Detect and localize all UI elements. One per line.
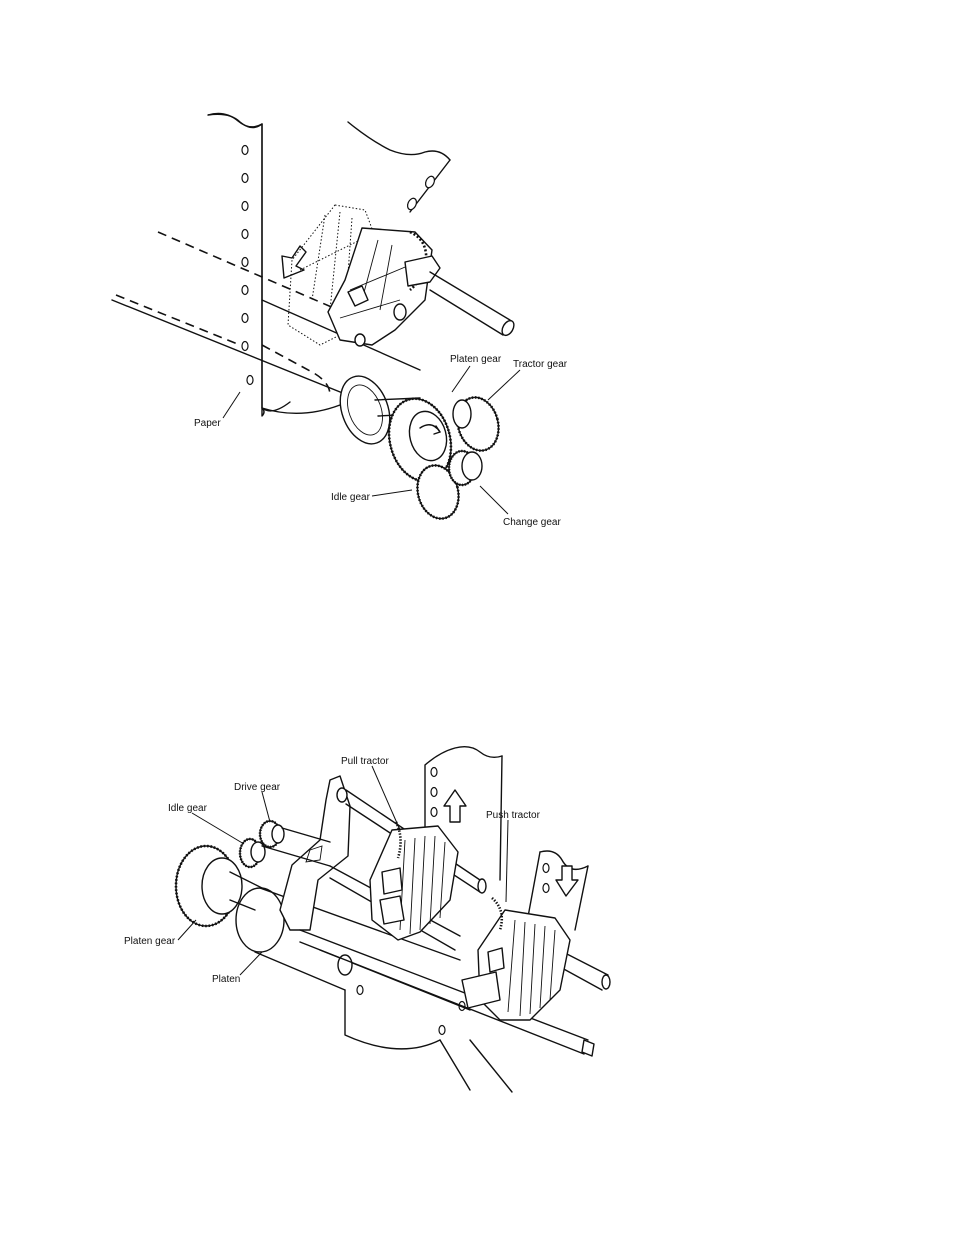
- change-gear: [447, 449, 483, 487]
- tractor-side-frame: [279, 775, 351, 931]
- label-platen: Platen: [212, 974, 240, 985]
- platen-gear: [387, 397, 453, 483]
- paper-sprocket-holes: [241, 144, 436, 386]
- bottom-paper-sheets: [344, 745, 589, 1093]
- pull-tractor: [369, 821, 459, 941]
- bottom-idle-gear: [238, 837, 331, 869]
- label-platen-gear-bottom: Platen gear: [124, 936, 176, 947]
- platen-cylinder: [111, 231, 421, 445]
- label-pull-tractor: Pull tractor: [341, 756, 389, 767]
- top-leader-lines: [222, 365, 521, 515]
- idle-gear: [416, 464, 460, 520]
- bottom-platen-gear: [174, 844, 263, 928]
- downward-paper-arrow: [555, 865, 579, 897]
- label-idle-gear-bottom: Idle gear: [168, 803, 208, 814]
- tractor-shaft: [429, 271, 515, 337]
- label-idle-gear-top: Idle gear: [331, 492, 371, 503]
- label-change-gear: Change gear: [503, 517, 561, 528]
- label-push-tractor: Push tractor: [486, 810, 541, 821]
- tractor-gear: [452, 396, 500, 452]
- label-tractor-gear: Tractor gear: [513, 359, 568, 370]
- label-paper: Paper: [194, 418, 221, 429]
- tractor-unit: [287, 204, 441, 347]
- bottom-figure-push-pull-tractors: [174, 745, 611, 1093]
- paper-sheet: [207, 112, 451, 417]
- label-platen-gear-top: Platen gear: [450, 354, 502, 365]
- upward-paper-arrow: [443, 789, 467, 823]
- bottom-leader-lines: [177, 765, 509, 976]
- label-drive-gear: Drive gear: [234, 782, 281, 793]
- push-tractor: [461, 897, 571, 1021]
- feed-direction-arrow: [281, 245, 307, 279]
- tractor-shafts: [299, 789, 611, 1057]
